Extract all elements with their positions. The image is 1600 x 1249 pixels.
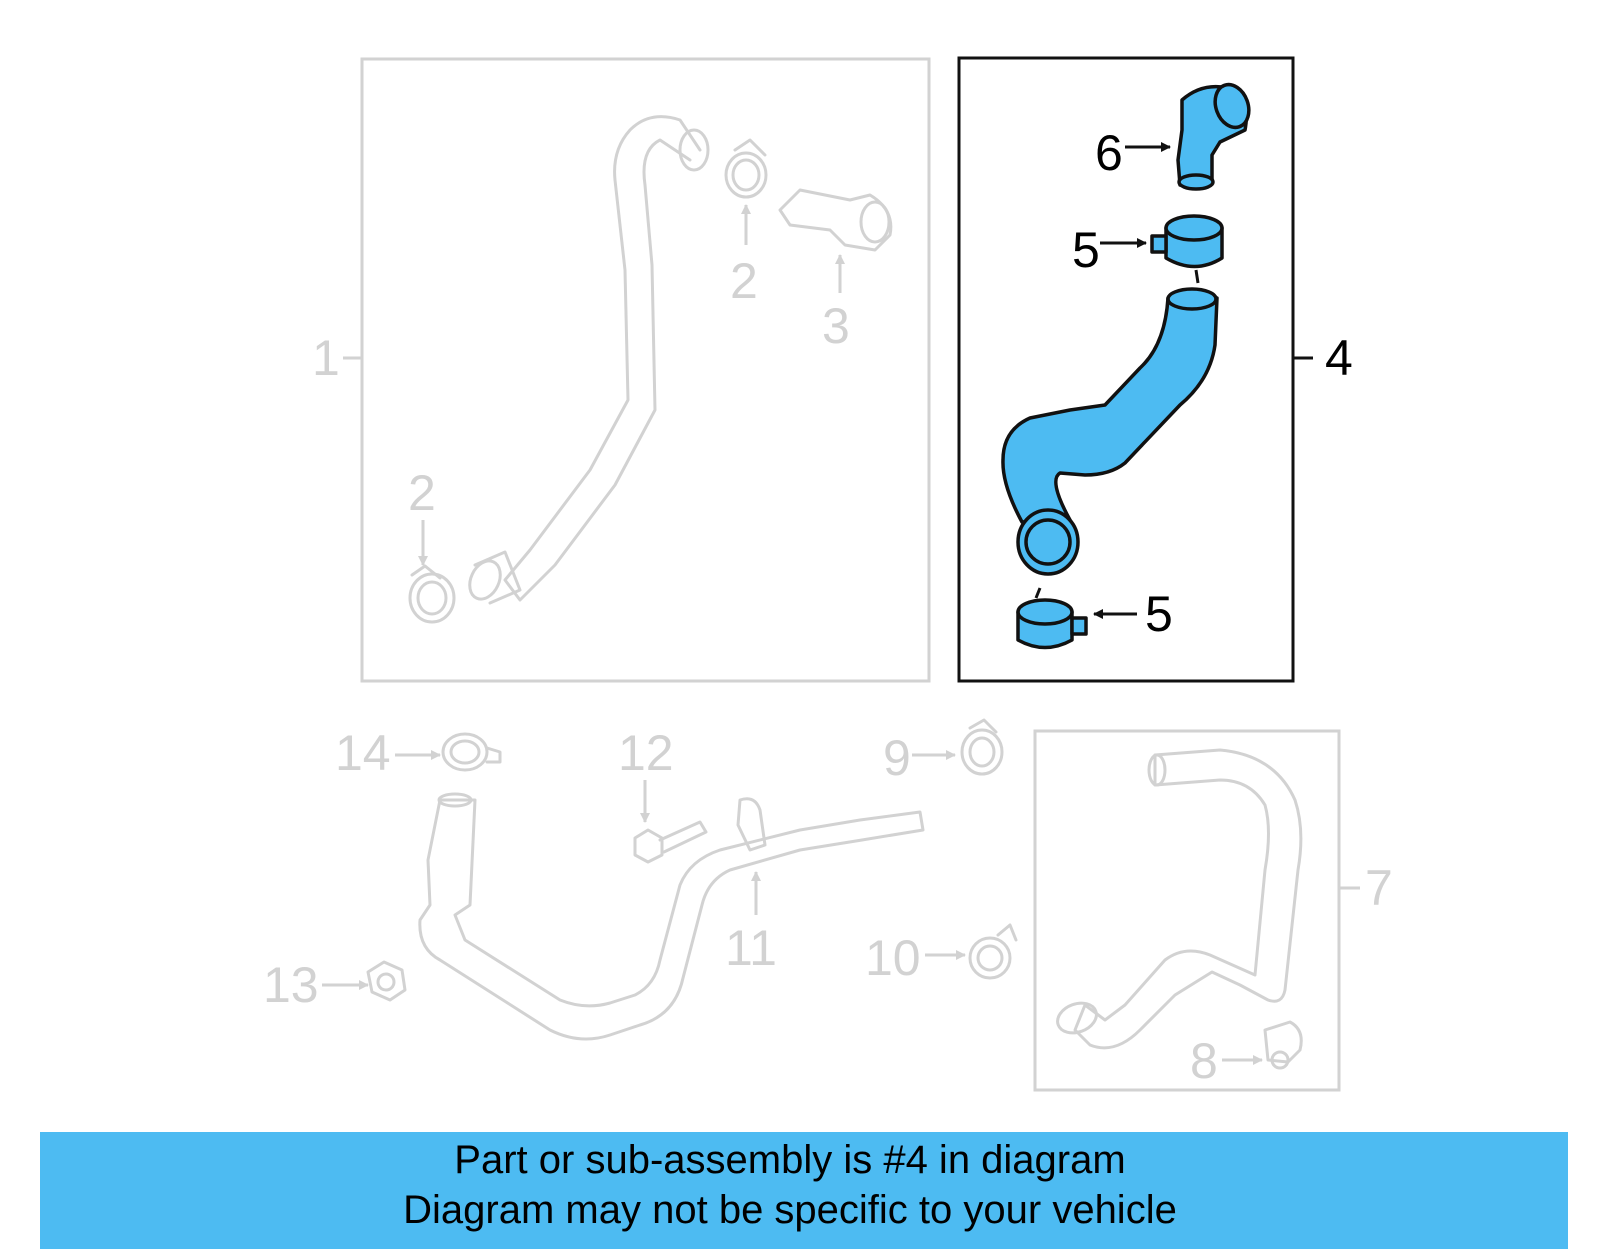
clamp-5-upper[interactable] — [1150, 214, 1224, 284]
clamp-2-upper — [724, 138, 768, 199]
banner-line-2: Diagram may not be specific to your vehi… — [403, 1188, 1177, 1232]
clamp-2-lower — [408, 564, 456, 624]
callout-1: 1 — [312, 330, 340, 386]
callout-2-lower: 2 — [408, 465, 436, 521]
callout-5-lower: 5 — [1145, 586, 1173, 642]
callout-11: 11 — [725, 920, 777, 976]
assembly-4-box — [957, 56, 1295, 683]
callout-14: 14 — [335, 725, 391, 781]
clamp-9 — [960, 718, 1004, 776]
coolant-hose-body — [1001, 296, 1219, 524]
assembly-7-box — [1033, 729, 1341, 1092]
hose-7 — [1056, 748, 1303, 1050]
coolant-hose-top-end — [1166, 287, 1218, 311]
info-banner: Part or sub-assembly is #4 in diagram Di… — [40, 1132, 1568, 1249]
callout-7: 7 — [1365, 860, 1393, 916]
callout-12: 12 — [618, 725, 674, 781]
callout-2-upper: 2 — [730, 253, 758, 309]
callout-13: 13 — [263, 957, 319, 1013]
clamp-5-lower[interactable] — [1016, 587, 1088, 650]
pipe-11 — [418, 792, 925, 1041]
clamp-upper-tab — [1150, 234, 1168, 254]
callout-9: 9 — [883, 730, 911, 786]
clamp-lower-tab — [1070, 616, 1088, 636]
hose-3-elbow — [778, 188, 893, 252]
callout-4: 4 — [1325, 330, 1353, 386]
clamp-lower-rim — [1016, 598, 1074, 626]
clamp-upper-rim — [1164, 214, 1224, 242]
assembly-1-box — [360, 57, 931, 683]
clamp-10 — [968, 923, 1018, 980]
callout-5-upper: 5 — [1072, 222, 1100, 278]
elbow-hose-6[interactable] — [1176, 80, 1255, 191]
callout-3: 3 — [822, 298, 850, 354]
callout-6: 6 — [1095, 125, 1123, 181]
nut-13 — [366, 960, 407, 1002]
hose-1 — [468, 115, 710, 605]
elbow-hose-end-top — [1213, 82, 1251, 130]
clamp-14 — [441, 732, 502, 772]
clip-8 — [1263, 1020, 1303, 1070]
callout-8: 8 — [1190, 1033, 1218, 1089]
callout-10: 10 — [865, 930, 921, 986]
coolant-hose-bottom-bore — [1024, 518, 1072, 566]
bolt-12 — [633, 820, 708, 864]
coolant-hose-4[interactable] — [1001, 287, 1219, 576]
banner-line-1: Part or sub-assembly is #4 in diagram — [454, 1138, 1126, 1182]
elbow-hose-end-bottom — [1177, 173, 1215, 191]
